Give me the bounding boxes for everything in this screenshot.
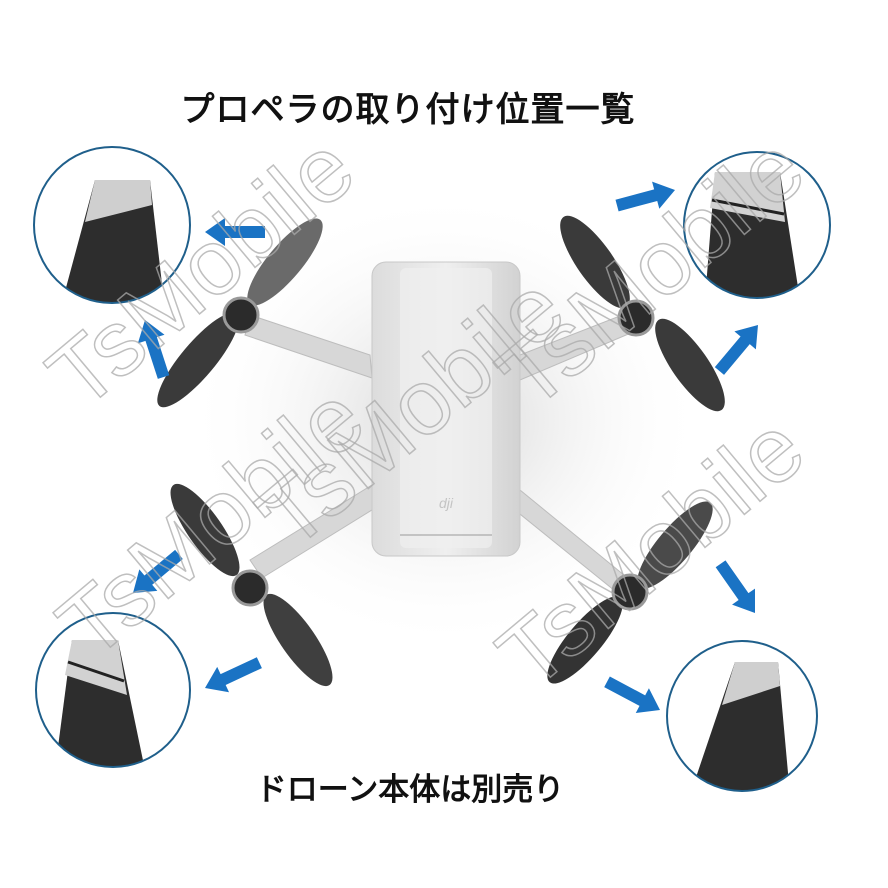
propeller-bottom-right: [547, 501, 713, 684]
page-title: プロペラの取り付け位置一覧: [180, 90, 636, 130]
arrow-icon: [714, 325, 758, 375]
arrow-icon: [137, 320, 170, 379]
arrow-icon: [205, 218, 265, 246]
arrow-icon: [205, 657, 262, 693]
arrow-icon: [615, 181, 675, 212]
propeller-top-left: [157, 218, 323, 408]
arrows: [133, 181, 758, 713]
footer-note: ドローン本体は別売り: [255, 772, 565, 808]
drone-body: dji: [371, 261, 521, 557]
dji-logo: dji: [439, 495, 454, 511]
callout-top-left: [33, 146, 191, 304]
arrow-icon: [133, 549, 183, 593]
propeller-bottom-left: [170, 483, 333, 687]
callout-bottom-right: [666, 640, 818, 792]
callout-bottom-left: [35, 612, 191, 768]
callout-top-right: [683, 151, 831, 299]
arrow-icon: [715, 560, 755, 613]
propeller-top-right: [560, 215, 725, 412]
arrow-icon: [604, 676, 660, 713]
